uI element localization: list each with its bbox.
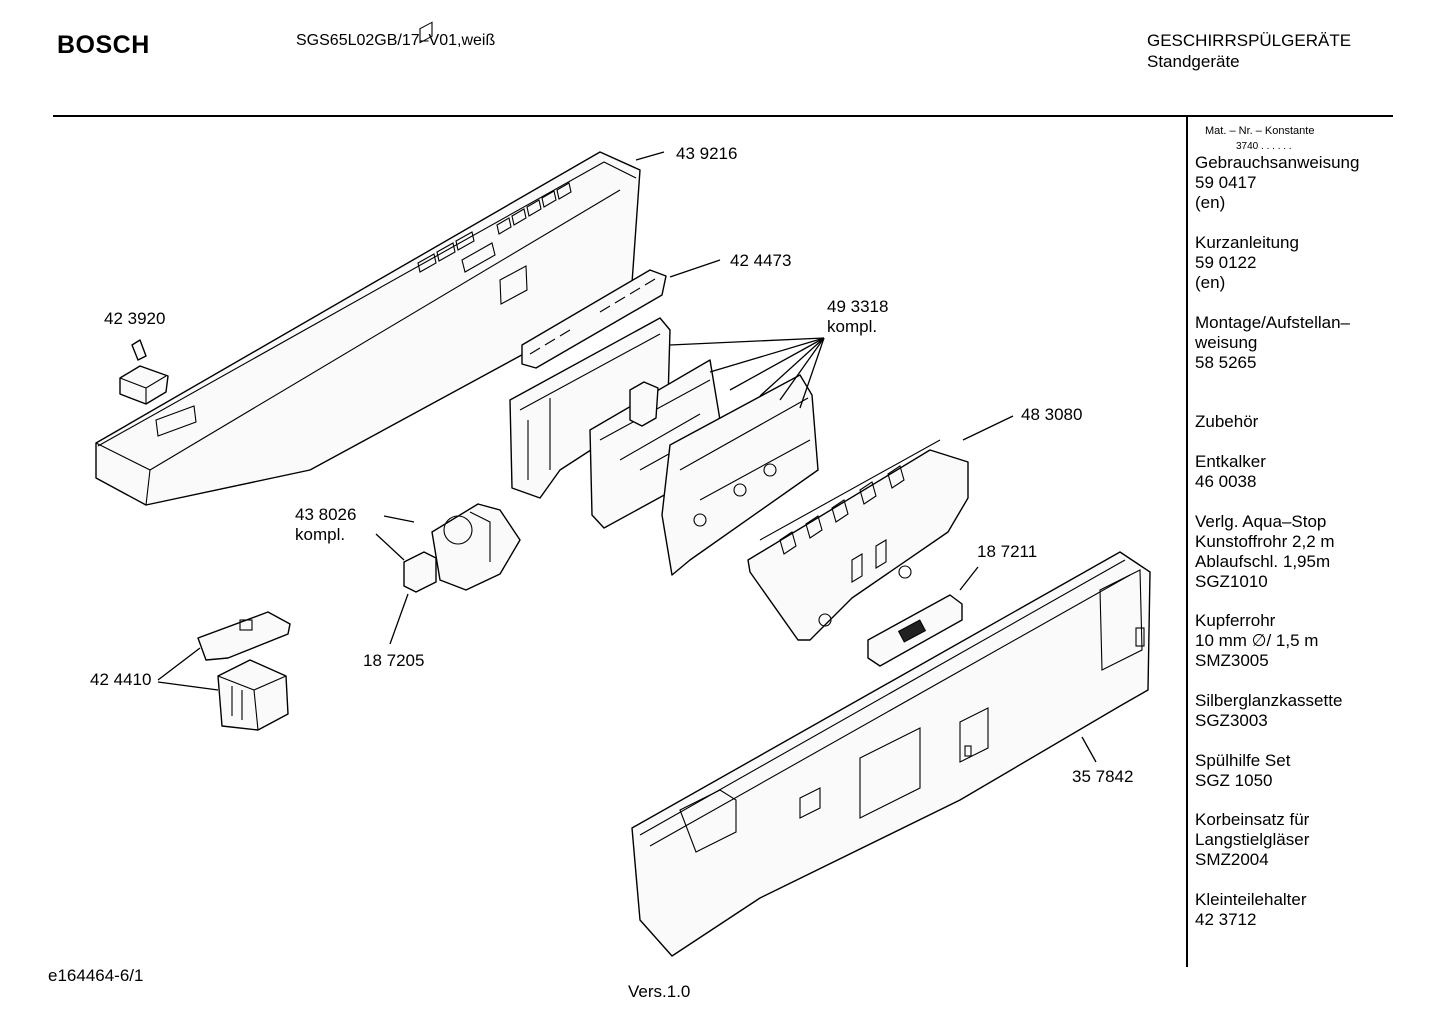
category-subtitle: Standgeräte [1147,52,1240,71]
leader-lines [157,151,1097,763]
sidebar-item: Entkalker 46 0038 [1195,452,1266,492]
sidebar-item: Kupferrohr 10 mm ∅/ 1,5 m SMZ3005 [1195,611,1318,671]
sidebar-item: Montage/Aufstellan– weisung 58 5265 [1195,313,1350,373]
sidebar-item-title: Zubehör [1195,412,1259,431]
sidebar-item: Kurzanleitung 59 0122 (en) [1195,233,1299,293]
part-label: 35 7842 [1072,767,1134,786]
part-suffix: kompl. [827,317,878,336]
sidebar-item-line: Langstielgläser [1195,830,1310,849]
switch-assembly [197,611,291,731]
part-label: 18 7211 [977,542,1038,561]
part-label: 42 4410 [90,670,152,689]
part-label: 18 7205 [363,651,425,670]
electronic-module [509,317,819,576]
model-number: SGS65L02GB/17–V01,weiß [296,32,496,49]
sidebar-item-line: SGZ1010 [1195,572,1268,591]
sidebar-item-line: (en) [1195,193,1226,212]
sidebar-item-line: 59 0122 [1195,253,1257,272]
category-title: GESCHIRRSPÜLGERÄTE [1147,31,1352,50]
part-number: 43 8026 [295,505,357,524]
sidebar-item-title: Kleinteilehalter [1195,890,1307,909]
display-board [867,594,963,667]
sidebar-item-title: Spülhilfe Set [1195,751,1291,770]
part-label: 42 3920 [104,309,166,328]
sidebar-item-title: Korbeinsatz für [1195,810,1310,829]
sidebar-item-title: Entkalker [1195,452,1266,471]
sidebar-item-line: SMZ2004 [1195,850,1269,869]
sidebar-divider [1186,117,1188,967]
sidebar-item-line: 58 5265 [1195,353,1257,372]
category: GESCHIRRSPÜLGERÄTE Standgeräte [1147,30,1351,72]
exploded-view-diagram [95,21,1151,957]
part-label: 49 3318 kompl. [827,297,888,337]
sidebar-item: Verlg. Aqua–Stop Kunstoffrohr 2,2 m Abla… [1195,512,1335,592]
sidebar-item-line: (en) [1195,273,1226,292]
sidebar-item: Silberglanzkassette SGZ3003 [1195,691,1342,731]
sidebar-item-line: 46 0038 [1195,472,1257,491]
inner-frame-panel [631,551,1151,957]
sidebar-item-line: Kunstoffrohr 2,2 m [1195,532,1335,551]
part-label: 42 4473 [730,251,792,270]
sidebar-item: Korbeinsatz für Langstielgläser SMZ2004 [1195,810,1309,870]
door-lock-assembly [403,503,521,593]
sidebar-item-title: Silberglanzkassette [1195,691,1343,710]
sidebar-item-line: weisung [1195,333,1258,352]
sidebar-item-line: Ablaufschl. 1,95m [1195,552,1331,571]
sidebar-item-title: Montage/Aufstellan– [1195,313,1350,332]
document-id: e164464-6/1 [48,966,144,985]
sidebar-item-title: Gebrauchsanweisung [1195,153,1360,172]
version-label: Vers.1.0 [628,982,691,1001]
sidebar-item-line: SGZ 1050 [1195,771,1273,790]
sidebar-item-line: 42 3712 [1195,910,1257,929]
sidebar-item-line: 59 0417 [1195,173,1257,192]
part-number: 49 3318 [827,297,889,316]
sidebar-item: Zubehör [1195,412,1258,432]
mat-constant: 3740 . . . . . . [1236,141,1292,152]
sidebar-item: Gebrauchsanweisung 59 0417 (en) [1195,153,1359,213]
front-bracket [747,439,969,641]
brand-logo: BOSCH [57,31,150,59]
mat-nr-header: Mat. – Nr. – Konstante [1205,125,1315,137]
sidebar-item-line: SMZ3005 [1195,651,1269,670]
sidebar-item-title: Kupferrohr [1195,611,1276,630]
sidebar-item-line: 10 mm ∅/ 1,5 m [1195,631,1319,650]
sidebar-item: Spülhilfe Set SGZ 1050 [1195,751,1290,791]
part-label: 43 9216 [676,144,738,163]
button-strip [521,269,667,369]
sidebar-item-line: SGZ3003 [1195,711,1268,730]
header-divider [53,115,1393,117]
part-label: 48 3080 [1021,405,1083,424]
button-cap [119,339,169,405]
part-suffix: kompl. [295,525,346,544]
sidebar-item-title: Kurzanleitung [1195,233,1299,252]
sidebar-item: Kleinteilehalter 42 3712 [1195,890,1307,930]
sidebar-item-title: Verlg. Aqua–Stop [1195,512,1327,531]
part-label: 43 8026 kompl. [295,505,356,545]
